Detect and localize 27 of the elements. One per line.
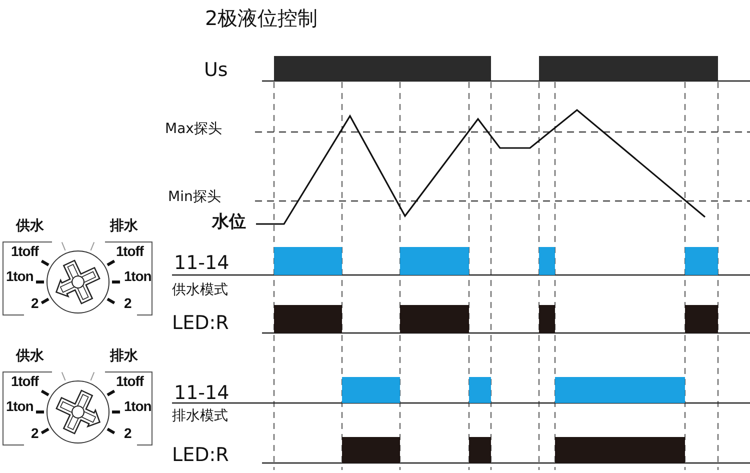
led-label: LED:R [172, 446, 229, 465]
switch-position-label: 1ton [6, 269, 34, 283]
probe-label: Min探头 [168, 190, 221, 204]
switch-position-label: 2 [31, 296, 38, 310]
switch-mode-label: 排水 [110, 349, 138, 363]
switch-position-label: 1toff [11, 244, 38, 258]
led-label: LED:R [172, 314, 229, 333]
switch-position-label: 1toff [116, 244, 144, 258]
switch-mode-label: 排水 [110, 219, 138, 233]
switch-position-label: 1toff [116, 374, 144, 388]
switch-position-label: 2 [124, 426, 132, 440]
title: 2极液位控制 [205, 8, 318, 28]
switch-position-label: 1toff [11, 374, 38, 388]
mode-label: 排水模式 [172, 409, 228, 423]
switch-mode-label: 供水 [16, 349, 44, 363]
switch-position-label: 1ton [124, 399, 152, 413]
switch-mode-label: 供水 [16, 219, 44, 233]
terminal-label: 11-14 [174, 384, 230, 403]
terminal-label: 11-14 [174, 254, 230, 273]
mode-label: 供水模式 [172, 283, 228, 297]
switch-position-label: 1ton [6, 399, 34, 413]
switch-position-label: 2 [124, 296, 132, 310]
signal-label: Us [204, 61, 228, 80]
switch-position-label: 2 [31, 426, 38, 440]
probe-label: Max探头 [165, 122, 222, 136]
level-label: 水位 [212, 214, 246, 231]
switch-position-label: 1ton [124, 269, 152, 283]
